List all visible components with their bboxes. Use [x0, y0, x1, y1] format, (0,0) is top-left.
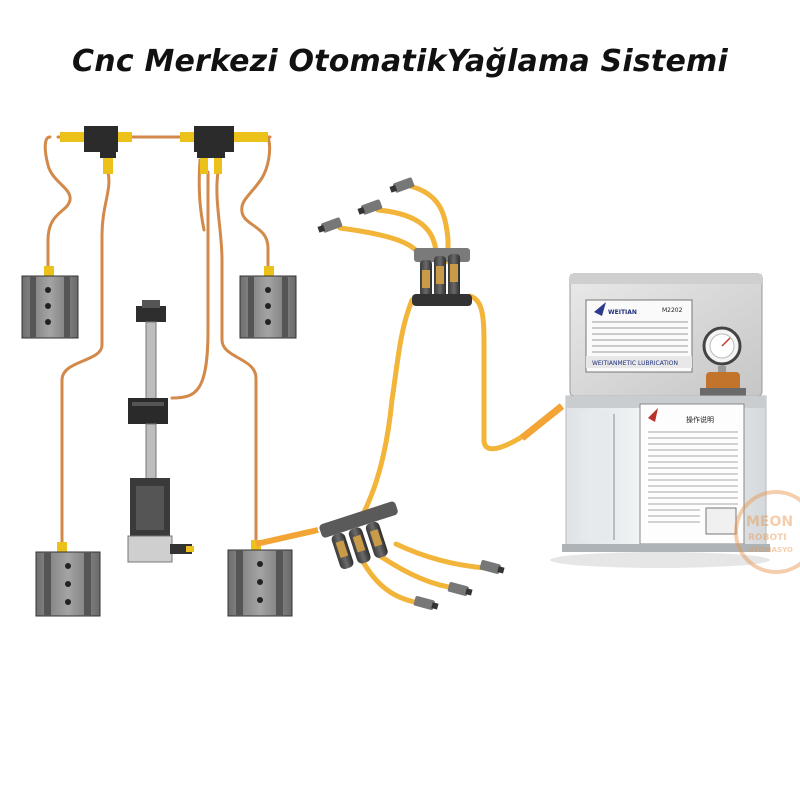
- ball-screw-motor-assembly: [127, 300, 194, 563]
- watermark-line1: MEON: [746, 514, 793, 530]
- upper-distributor-manifold: [412, 248, 472, 306]
- guide-block-top-left: [21, 266, 79, 339]
- guide-block-bottom-right: [227, 540, 293, 617]
- watermark-line3: OTOMASYO: [748, 546, 793, 554]
- lower-nozzles: [413, 560, 505, 611]
- pump-model: M2202: [662, 307, 683, 314]
- connector-tube-pump: [519, 403, 565, 441]
- right-end-fitting: [258, 132, 268, 142]
- lubrication-pump: WEITIAN M2202 WEITIANMETIC LUBRICATION 操…: [550, 273, 770, 568]
- instruction-title: 操作说明: [686, 415, 714, 424]
- connector-tube-left: [255, 527, 319, 547]
- top-left-distributor: [70, 126, 132, 174]
- pump-brand: WEITIAN: [608, 309, 637, 316]
- watermark-line2: ROBOTI: [748, 533, 787, 543]
- lower-distributor-manifold: [319, 501, 398, 570]
- left-end-fitting: [60, 132, 70, 142]
- pump-label-strip: WEITIANMETIC LUBRICATION: [592, 360, 678, 367]
- guide-block-top-right: [239, 266, 297, 339]
- top-right-distributor: [180, 126, 258, 174]
- upper-nozzles: [317, 177, 415, 233]
- page-title: Cnc Merkezi OtomatikYağlama Sistemi: [72, 44, 728, 79]
- filler-cap: [706, 372, 740, 392]
- guide-block-bottom-left: [35, 542, 101, 617]
- meon-watermark: MEON ROBOTI OTOMASYO: [734, 490, 800, 574]
